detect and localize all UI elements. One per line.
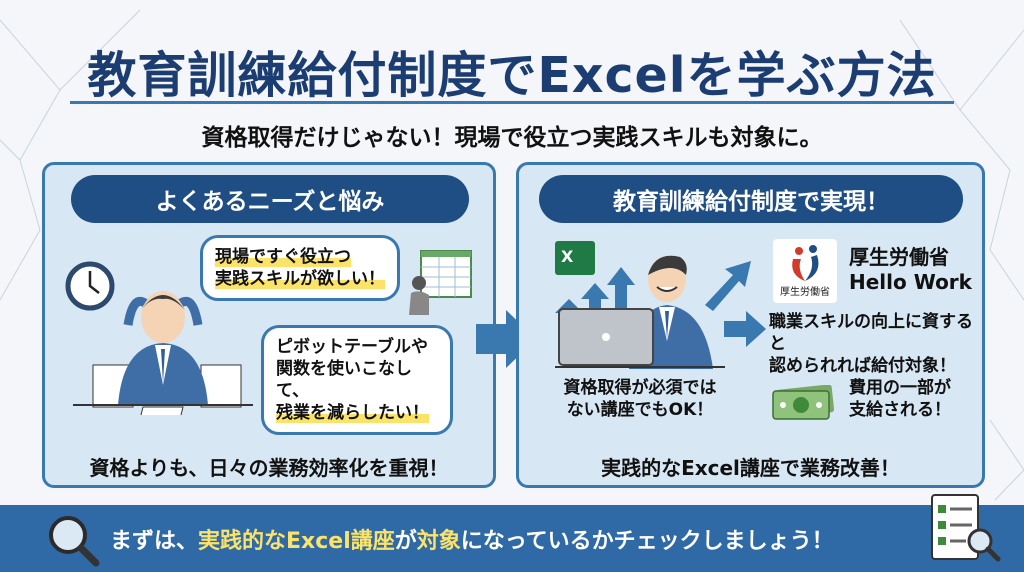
cta-text: が — [394, 529, 417, 554]
org-name-en: Hello Work — [849, 270, 972, 294]
magnifier-icon — [49, 516, 100, 567]
mhlw-logo-mark — [792, 245, 819, 281]
subtitle: 資格取得だけじゃない！現場で役立つ実践スキルも対象に。 — [201, 125, 823, 151]
excel-icon: X — [555, 241, 595, 275]
money-icon — [772, 385, 835, 420]
bubble-text: ピボットテーブルや — [276, 337, 428, 357]
cta-highlight: 対象 — [416, 529, 461, 554]
benefit-text: 職業スキルの向上に資すると — [769, 312, 973, 355]
excel-letter: X — [561, 247, 574, 266]
small-arrow-icon — [724, 311, 766, 347]
call-to-action-text: まずは、実践的なExcel講座が対象になっているかチェックしましょう！ — [110, 523, 834, 555]
title-underline — [70, 101, 954, 104]
checklist-magnifier-icon — [931, 494, 1001, 562]
worried-man-illustration — [73, 291, 253, 415]
bubble-text: 実践スキルが欲しい！ — [215, 269, 385, 290]
bubble-text: 残業を減らしたい！ — [276, 403, 429, 424]
benefit-text: 支給される！ — [849, 400, 951, 421]
man-with-laptop-illustration — [555, 255, 725, 369]
solution-header: 教育訓練給付制度で実現！ — [539, 175, 963, 223]
bubble-text: 現場ですぐ役立つ — [215, 247, 351, 267]
needs-caption: 資格よりも、日々の業務効率化を重視！ — [89, 456, 449, 480]
benefit-partial-payment: 費用の一部が 支給される！ — [849, 377, 951, 421]
call-to-action-bar: まずは、実践的なExcel講座が対象になっているかチェックしましょう！ — [0, 494, 1024, 572]
org-name: 厚生労働省 Hello Work — [849, 245, 972, 295]
solution-caption: 実践的なExcel講座で業務改善！ — [601, 456, 900, 480]
speech-bubble-pivot-tables: ピボットテーブルや 関数を使いこなして、 残業を減らしたい！ — [261, 325, 453, 436]
presenter-spreadsheet-illustration — [409, 250, 472, 315]
cta-text: になっているかチェックしましょう！ — [460, 529, 834, 554]
bubble-text: 関数を使いこなして、 — [276, 359, 412, 402]
solution-panel: 教育訓練給付制度で実現！ X 厚生労働省 厚生労働省 — [516, 162, 985, 488]
benefit-text: 費用の一部が — [849, 378, 951, 398]
page-title: 教育訓練給付制度でExcelを学ぶ方法 — [87, 47, 937, 104]
benefit-text: 認められれば給付対象！ — [769, 356, 956, 377]
needs-header: よくあるニーズと悩み — [71, 175, 469, 223]
cta-text: まずは、 — [110, 529, 199, 554]
benefit-eligibility: 職業スキルの向上に資すると 認められれば給付対象！ — [769, 311, 982, 377]
mhlw-logo-text: 厚生労働省 — [780, 287, 830, 298]
course-text: 資格取得が必須では — [563, 378, 717, 398]
course-note: 資格取得が必須では ない講座でもOK！ — [535, 377, 745, 421]
course-text: ない講座でもOK！ — [566, 400, 714, 421]
mhlw-logo: 厚生労働省 — [773, 239, 837, 303]
clock-icon — [65, 261, 115, 311]
org-name-jp: 厚生労働省 — [849, 245, 949, 269]
cta-highlight: 実践的なExcel講座 — [198, 529, 395, 554]
needs-panel: よくあるニーズと悩み 現場ですぐ役立つ 実践スキルが欲しい！ ピボットテーブルや… — [42, 162, 496, 488]
speech-bubble-practical-skills: 現場ですぐ役立つ 実践スキルが欲しい！ — [200, 235, 400, 302]
